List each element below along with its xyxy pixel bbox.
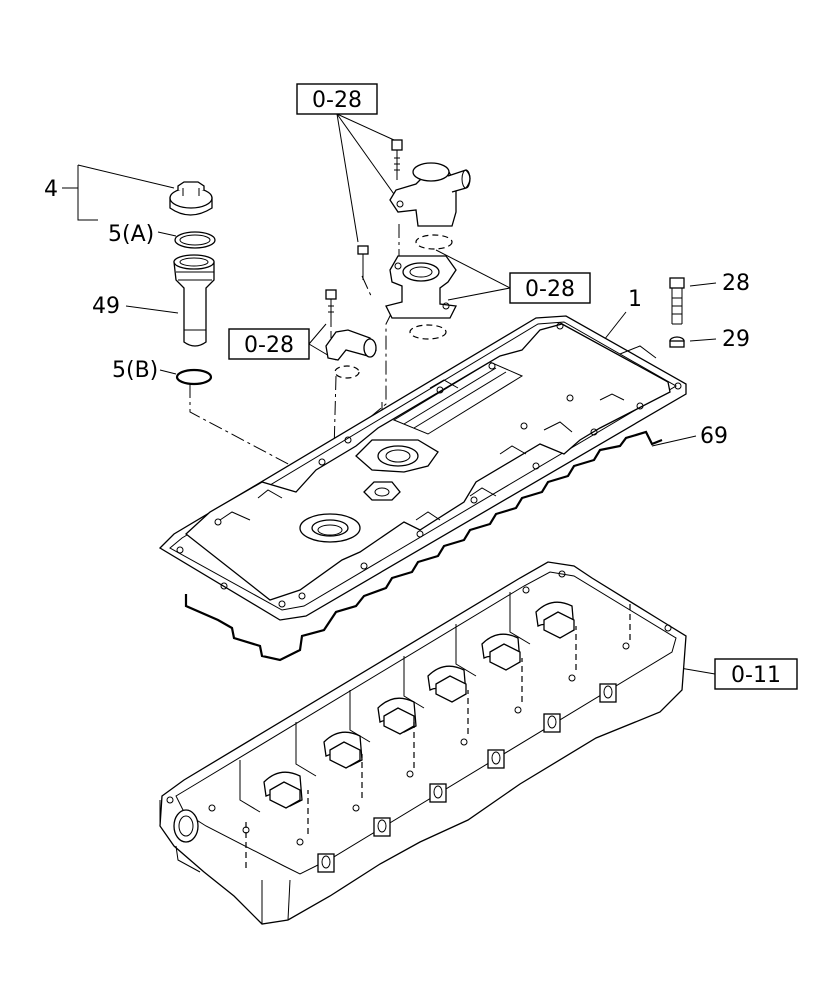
- label-cover: 1: [628, 287, 642, 312]
- ref-box-head[interactable]: 0-11: [714, 658, 798, 690]
- head-cover: [158, 315, 687, 621]
- seal-ring-a: [174, 231, 216, 249]
- label-bolt: 28: [722, 271, 750, 296]
- ref-box-top[interactable]: 0-28: [296, 83, 378, 115]
- hose-elbow: [325, 289, 377, 361]
- seal-ring-b: [175, 368, 213, 386]
- bearing-caps: [269, 611, 575, 809]
- label-washer: 29: [722, 327, 750, 352]
- filler-neck: [173, 254, 215, 347]
- breather-o-ring-lower: [409, 324, 447, 340]
- cover-bolt: [669, 277, 685, 325]
- breather-flange: [357, 245, 457, 319]
- ref-box-top-text: 0-28: [312, 88, 362, 113]
- breather-upper-housing: [389, 139, 471, 227]
- cover-bolt-holes: [176, 322, 682, 608]
- ref-box-right[interactable]: 0-28: [509, 272, 591, 304]
- label-seal-a: 5(A): [108, 222, 154, 247]
- head-cover-gasket: [184, 430, 663, 662]
- label-gasket: 69: [700, 424, 728, 449]
- ref-box-left-text: 0-28: [244, 333, 294, 358]
- ref-box-left[interactable]: 0-28: [228, 328, 310, 360]
- label-filler-neck: 49: [92, 294, 120, 319]
- label-seal-b: 5(B): [112, 358, 158, 383]
- ref-box-right-text: 0-28: [525, 277, 575, 302]
- ref-box-head-text: 0-11: [731, 663, 781, 688]
- breather-o-ring-upper: [415, 234, 453, 250]
- label-cap: 4: [44, 177, 58, 202]
- cover-washer: [669, 336, 685, 348]
- elbow-o-ring: [334, 365, 360, 379]
- head-bolt-holes: [166, 570, 672, 846]
- cylinder-head-assembly: [159, 561, 687, 925]
- oil-filler-cap: [169, 181, 213, 216]
- side-mounting-bosses: [317, 683, 617, 873]
